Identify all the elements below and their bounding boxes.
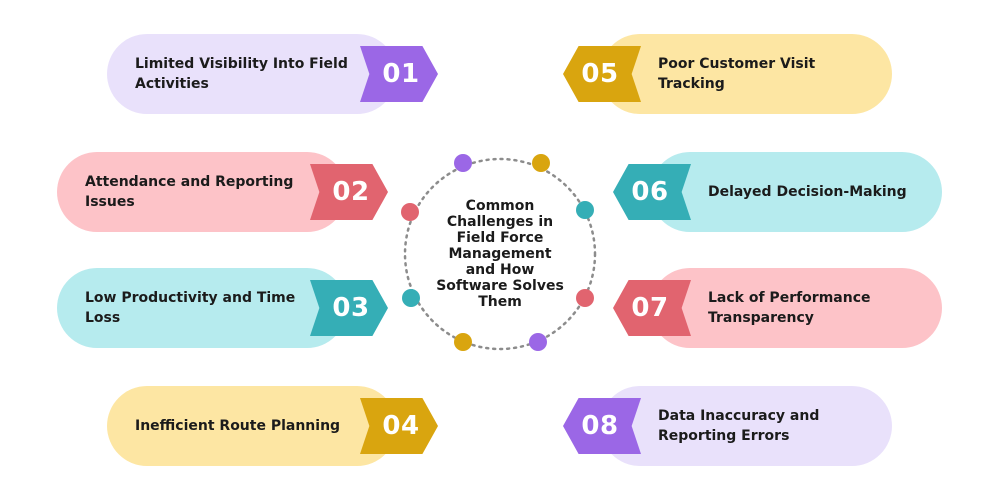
ring-dot-yellow bbox=[454, 333, 472, 351]
center-title-line: Field Force bbox=[456, 230, 544, 246]
challenge-card-03: Low Productivity and Time Loss bbox=[57, 268, 347, 348]
challenge-label-line: Low Productivity and Time bbox=[85, 290, 296, 306]
challenge-label: Low Productivity and Time Loss bbox=[85, 288, 295, 328]
challenge-card-08: Data Inaccuracy and Reporting Errors bbox=[600, 386, 892, 466]
dotted-circle bbox=[403, 157, 597, 351]
challenge-label: Lack of Performance Transparency bbox=[708, 288, 871, 328]
challenge-label-line: Loss bbox=[85, 310, 121, 326]
center-title-line: Common bbox=[465, 198, 535, 214]
center-title-line: Challenges in bbox=[446, 214, 554, 230]
ring-dot-purple bbox=[454, 154, 472, 172]
challenge-number-05: 05 bbox=[563, 46, 641, 102]
ring-dot-yellow bbox=[532, 154, 550, 172]
challenge-label: Inefficient Route Planning bbox=[135, 416, 340, 436]
challenge-number-01: 01 bbox=[360, 46, 438, 102]
challenge-label-line: Inefficient Route Planning bbox=[135, 418, 341, 434]
challenge-card-01: Limited Visibility Into Field Activities bbox=[107, 34, 397, 114]
challenge-number-03: 03 bbox=[310, 280, 388, 336]
challenge-card-04: Inefficient Route Planning bbox=[107, 386, 397, 466]
center-title-line: Software Solves bbox=[436, 278, 564, 294]
challenge-label: Delayed Decision-Making bbox=[708, 182, 907, 202]
challenge-card-05: Poor Customer Visit Tracking bbox=[600, 34, 892, 114]
challenge-number-06: 06 bbox=[613, 164, 691, 220]
challenge-label-line: Attendance and Reporting bbox=[85, 174, 294, 190]
challenge-label-line: Lack of Performance bbox=[708, 290, 871, 306]
ring-dot-purple bbox=[529, 333, 547, 351]
challenge-card-07: Lack of Performance Transparency bbox=[650, 268, 942, 348]
challenge-number-07: 07 bbox=[613, 280, 691, 336]
ring-dot-pink bbox=[401, 203, 419, 221]
challenge-label-line: Activities bbox=[135, 76, 209, 92]
challenge-label-line: Reporting Errors bbox=[658, 428, 790, 444]
challenge-card-06: Delayed Decision-Making bbox=[650, 152, 942, 232]
center-title-line: Them bbox=[478, 294, 522, 310]
challenge-label-line: Tracking bbox=[658, 76, 725, 92]
challenge-number-08: 08 bbox=[563, 398, 641, 454]
challenge-label-line: Data Inaccuracy and bbox=[658, 408, 820, 424]
challenge-label-line: Limited Visibility Into Field bbox=[135, 56, 348, 72]
challenge-number-02: 02 bbox=[310, 164, 388, 220]
ring-dot-pink bbox=[576, 289, 594, 307]
challenge-label: Data Inaccuracy and Reporting Errors bbox=[658, 406, 819, 446]
challenge-number-04: 04 bbox=[360, 398, 438, 454]
challenge-label-line: Issues bbox=[85, 194, 135, 210]
challenge-label: Limited Visibility Into Field Activities bbox=[135, 54, 348, 94]
challenge-label: Attendance and Reporting Issues bbox=[85, 172, 293, 212]
center-title-line: Management bbox=[448, 246, 552, 262]
challenge-card-02: Attendance and Reporting Issues bbox=[57, 152, 347, 232]
challenge-label-line: Delayed Decision-Making bbox=[708, 184, 907, 200]
center-title: Common Challenges in Field Force Managem… bbox=[425, 198, 575, 310]
center-title-line: and How bbox=[465, 262, 535, 278]
challenge-label: Poor Customer Visit Tracking bbox=[658, 54, 815, 94]
ring-dot-cyan bbox=[576, 201, 594, 219]
challenge-label-line: Poor Customer Visit bbox=[658, 56, 816, 72]
ring-dot-cyan bbox=[402, 289, 420, 307]
challenge-label-line: Transparency bbox=[708, 310, 814, 326]
